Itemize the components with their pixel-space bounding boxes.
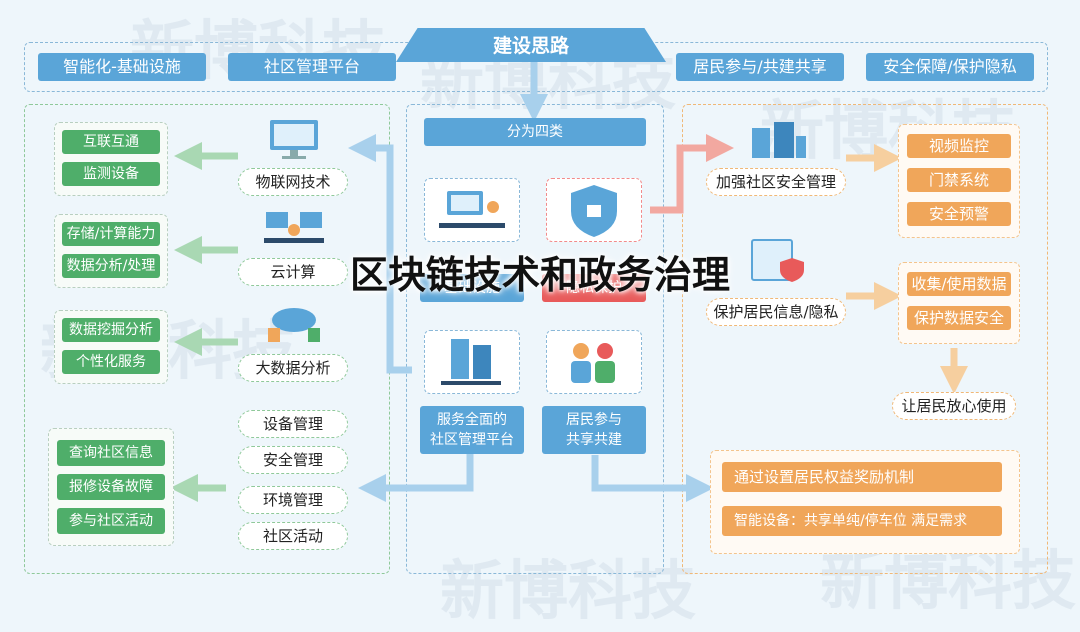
servers-icon xyxy=(441,339,501,385)
incentive-reward: 通过设置居民权益奖励机制 xyxy=(722,462,1002,492)
category-participation: 居民参与 共享共建 xyxy=(542,406,646,454)
secure-document-icon xyxy=(751,239,804,282)
monitor-icon xyxy=(270,120,318,159)
function-community-activity: 社区活动 xyxy=(238,522,348,550)
function-environment-mgmt: 环境管理 xyxy=(238,486,348,514)
pillar-participation: 居民参与/共建共享 xyxy=(676,53,844,81)
iot-item-monitoring: 监测设备 xyxy=(62,162,160,186)
security-mgmt-label: 加强社区安全管理 xyxy=(706,168,846,196)
connector-arrows xyxy=(170,62,968,502)
category-privacy: 隐私保护 xyxy=(542,274,646,302)
card-privacy-image xyxy=(546,178,642,242)
header-title: 建设思路 xyxy=(396,28,666,62)
security-panel xyxy=(682,104,1048,574)
tech-cloud: 云计算 xyxy=(238,258,348,286)
category-participation-line1: 居民参与 xyxy=(566,412,622,428)
bigdata-item-personalized: 个性化服务 xyxy=(62,350,160,374)
card-participation-image xyxy=(546,330,642,394)
category-platform: 服务全面的 社区管理平台 xyxy=(420,406,524,454)
pillar-platform: 社区管理平台 xyxy=(228,53,396,81)
service-report-fault: 报修设备故障 xyxy=(57,474,165,500)
shield-icon xyxy=(571,185,617,237)
privacy-label: 保护居民信息/隐私 xyxy=(706,298,846,326)
pillar-security: 安全保障/保护隐私 xyxy=(866,53,1034,81)
card-platform-image xyxy=(424,330,520,394)
iot-item-interconnect: 互联互通 xyxy=(62,130,160,154)
tech-bigdata: 大数据分析 xyxy=(238,354,348,382)
cloud-item-analysis: 数据分析/处理 xyxy=(62,254,160,278)
incentive-smart-devices: 智能设备：共享单纯/停车位 满足需求 xyxy=(722,506,1002,536)
server-desk-icon xyxy=(264,212,324,243)
function-safety-mgmt: 安全管理 xyxy=(238,446,348,474)
card-infrastructure-image xyxy=(424,178,520,242)
tech-iot: 物联网技术 xyxy=(238,168,348,196)
category-infrastructure: 基础设施 xyxy=(420,274,524,302)
categories-header: 分为四类 xyxy=(424,118,646,146)
pillar-infrastructure: 智能化-基础设施 xyxy=(38,53,206,81)
service-query-info: 查询社区信息 xyxy=(57,440,165,466)
reassure-label: 让居民放心使用 xyxy=(892,392,1016,420)
privacy-item-collect: 收集/使用数据 xyxy=(907,272,1011,296)
watermark: 新博科技 xyxy=(820,545,1076,619)
privacy-item-protect: 保护数据安全 xyxy=(907,306,1011,330)
category-platform-line1: 服务全面的 xyxy=(437,412,507,428)
cloud-data-icon xyxy=(268,308,320,342)
security-item-access: 门禁系统 xyxy=(907,168,1011,192)
cloud-item-storage: 存储/计算能力 xyxy=(62,222,160,246)
security-item-video: 视频监控 xyxy=(907,134,1011,158)
buildings-icon xyxy=(752,122,806,158)
function-device-mgmt: 设备管理 xyxy=(238,410,348,438)
security-item-alert: 安全预警 xyxy=(907,202,1011,226)
category-participation-line2: 共享共建 xyxy=(566,432,622,448)
family-icon xyxy=(571,343,615,383)
workstation-icon xyxy=(439,191,505,228)
service-join-activity: 参与社区活动 xyxy=(57,508,165,534)
category-platform-line2: 社区管理平台 xyxy=(430,432,514,448)
bigdata-item-mining: 数据挖掘分析 xyxy=(62,318,160,342)
main-title: 区块链技术和政务治理 xyxy=(349,253,730,297)
